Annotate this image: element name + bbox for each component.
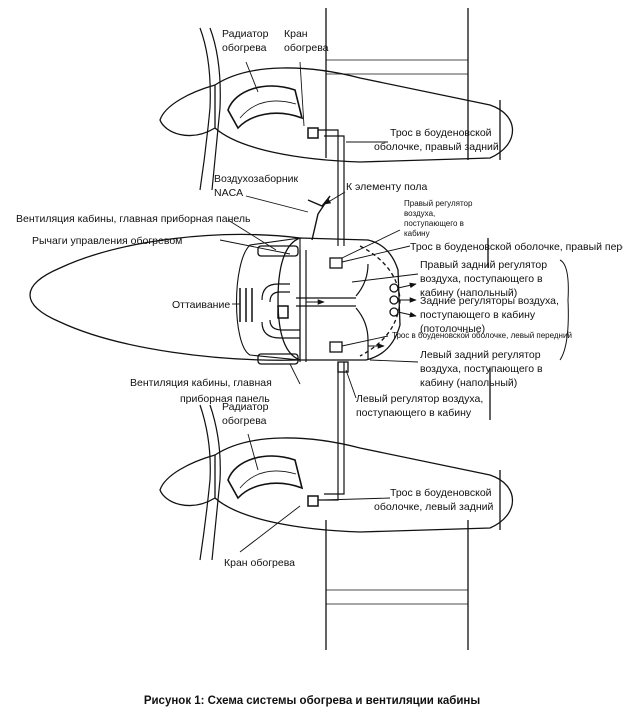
label-radiator-top: Радиатор обогрева — [222, 28, 271, 54]
label-radiator-bottom: Радиатор обогрева — [222, 401, 271, 427]
label-right-rear-regulator-l1: Правый задний регулятор — [420, 259, 547, 271]
heater-valve-bottom — [307, 495, 319, 507]
label-vent-main-panel-bottom-l2: приборная панель — [180, 393, 270, 405]
naca-intake-shape — [307, 195, 331, 241]
label-defrost: Оттаивание — [172, 299, 230, 311]
left-front-regulator-box — [329, 341, 343, 353]
label-radiator-bottom-l1: Радиатор — [222, 401, 269, 413]
wing-outline — [325, 8, 491, 650]
label-rear-ceiling-regulators-l2: поступающего в кабину — [420, 309, 536, 321]
label-left-rear-regulator-l1: Левый задний регулятор — [420, 349, 541, 361]
heat-control-box — [277, 305, 289, 319]
label-left-rear-regulator-l3: кабину (напольный) — [420, 377, 517, 389]
labels: Радиатор обогрева Кран обогрева Трос в б… — [16, 28, 623, 707]
label-right-rear-regulator-l2: воздуха, поступающего в — [420, 273, 543, 285]
label-cable-rear-right-l2: оболочке, правый задний — [374, 141, 499, 153]
label-right-rear-regulator: Правый задний регулятор воздуха, поступа… — [420, 259, 550, 299]
label-valve-top-l2: обогрева — [284, 42, 329, 54]
label-left-rear-regulator-l2: воздуха, поступающего в — [420, 363, 543, 375]
label-cable-rear-left-l2: оболочке, левый задний — [374, 501, 493, 513]
fuselage-outline — [29, 233, 301, 361]
label-naca-intake: Воздухозаборник NACA — [214, 173, 301, 199]
label-vent-main-panel-top: Вентиляция кабины, главная приборная пан… — [16, 213, 251, 225]
label-right-front-regulator-l2: воздуха, — [404, 209, 435, 218]
label-right-front-regulator-l1: Правый регулятор — [404, 199, 473, 208]
label-vent-main-panel-bottom-l1: Вентиляция кабины, главная — [130, 377, 272, 389]
label-vent-main-panel-bottom: Вентиляция кабины, главная приборная пан… — [130, 377, 275, 405]
label-left-regulator-l2: поступающего в кабину — [356, 407, 472, 419]
cockpit-outline — [277, 237, 401, 361]
label-rear-ceiling-regulators-l1: Задние регуляторы воздуха, — [420, 295, 559, 307]
right-bracket — [559, 259, 569, 361]
heater-radiator-bottom — [227, 455, 304, 500]
label-to-floor: К элементу пола — [346, 181, 427, 193]
label-right-rear-regulator-l3: кабину (напольный) — [420, 287, 517, 299]
airflow-arrows — [306, 282, 417, 349]
label-radiator-top-l1: Радиатор — [222, 28, 269, 40]
label-radiator-top-l2: обогрева — [222, 42, 267, 54]
cabin-vent-top — [257, 245, 299, 257]
label-right-front-regulator: Правый регулятор воздуха, поступающего в… — [404, 199, 475, 238]
label-valve-top: Кран обогрева — [284, 28, 329, 54]
label-heat-levers: Рычаги управления обогревом — [32, 235, 182, 247]
label-rear-ceiling-regulators: Задние регуляторы воздуха, поступающего … — [420, 295, 562, 335]
leader-lines — [219, 61, 419, 553]
label-naca-intake-l2: NACA — [214, 187, 243, 199]
label-right-front-regulator-l4: кабину — [404, 229, 430, 238]
label-cable-rear-left-l1: Трос в боуденовской — [390, 487, 492, 499]
figure-caption: Рисунок 1: Схема системы обогрева и вент… — [144, 695, 481, 707]
label-valve-bottom: Кран обогрева — [224, 557, 295, 569]
label-radiator-bottom-l2: обогрева — [222, 415, 267, 427]
heating-ducts — [261, 129, 369, 501]
heater-valve-top — [307, 127, 319, 139]
floor-regulator-left — [337, 361, 349, 373]
label-cable-front-left: Трос в боуденовской оболочке, левый пере… — [392, 331, 572, 340]
label-left-regulator-l1: Левый регулятор воздуха, — [356, 393, 483, 405]
label-valve-top-l1: Кран — [284, 28, 308, 40]
heater-radiator-top — [227, 85, 304, 130]
label-right-front-regulator-l3: поступающего в — [404, 219, 464, 228]
label-rear-ceiling-regulators-l3: (потолочные) — [420, 323, 485, 335]
label-cable-front-right: Трос в боуденовской оболочке, правый пер… — [410, 241, 623, 253]
cabin-vent-bottom — [257, 353, 299, 365]
engine-nacelle-bottom — [159, 404, 514, 561]
ceiling-regulator-2 — [389, 295, 399, 305]
label-cable-rear-right: Трос в боуденовской оболочке, правый зад… — [374, 127, 499, 153]
engine-nacelle-top — [159, 27, 514, 191]
label-left-regulator: Левый регулятор воздуха, поступающего в … — [356, 393, 486, 419]
label-cable-rear-left: Трос в боуденовской оболочке, левый задн… — [374, 487, 494, 513]
right-front-regulator-box — [329, 257, 343, 269]
defrost-vents — [239, 288, 253, 322]
ceiling-regulator-1 — [389, 283, 399, 293]
label-cable-rear-right-l1: Трос в боуденовской — [390, 127, 492, 139]
label-naca-intake-l1: Воздухозаборник — [214, 173, 299, 185]
label-left-rear-regulator: Левый задний регулятор воздуха, поступаю… — [420, 349, 546, 389]
